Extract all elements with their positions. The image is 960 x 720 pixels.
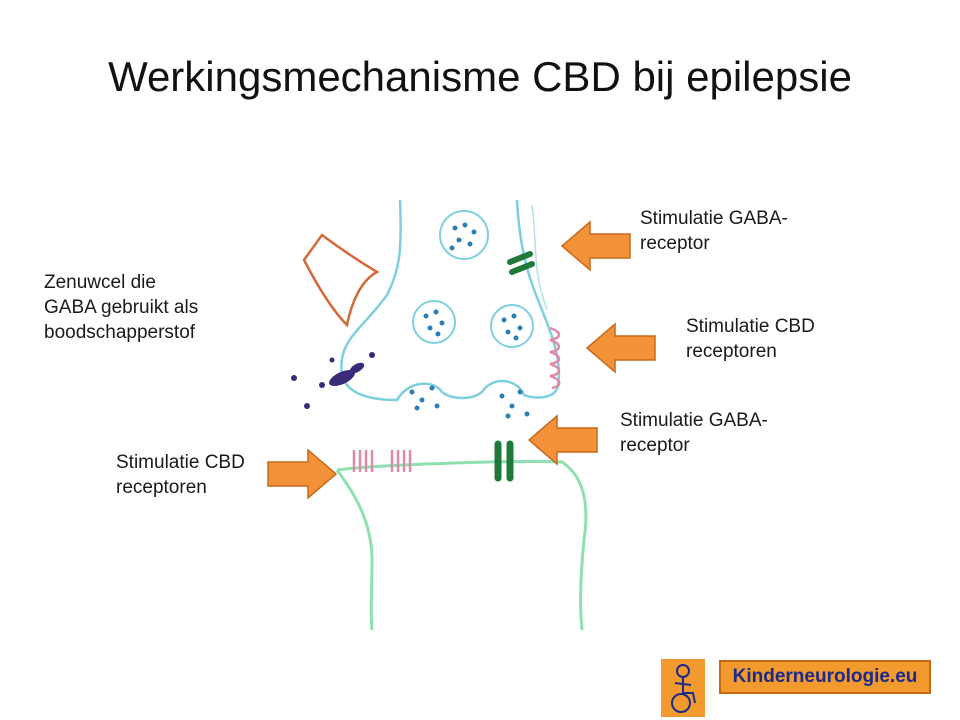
purple-cluster <box>291 352 375 409</box>
postsynaptic-membrane <box>336 460 588 631</box>
cbd-receptor-presynaptic <box>549 326 561 390</box>
presynaptic-membrane <box>340 199 561 402</box>
vesicle <box>412 210 534 348</box>
label-nerve-cell: Zenuwcel die GABA gebruikt als boodschap… <box>44 272 199 343</box>
label-cbd-receptors-right: Stimulatie CBD receptoren <box>686 316 815 362</box>
gaba-receptor-postsynaptic <box>494 440 514 482</box>
label-gaba-receptor-bottom: Stimulatie GABA- receptor <box>620 410 768 456</box>
arrow-right-icon <box>527 414 598 466</box>
gaba-nerve-cell <box>302 233 380 328</box>
arrow-right-icon <box>585 322 656 374</box>
synapse-drawing <box>291 199 588 631</box>
label-gaba-receptor-top: Stimulatie GABA- receptor <box>640 208 788 254</box>
arrow-right-icon <box>560 220 631 272</box>
arrow-right-icon <box>267 448 338 500</box>
label-cbd-receptors-left: Stimulatie CBD receptoren <box>116 452 245 498</box>
vesicle-contents <box>423 222 523 341</box>
gaba-receptor-presynaptic <box>507 251 535 275</box>
logo[interactable]: Kinderneurologie.eu <box>719 660 931 694</box>
wheelchair-figure-icon <box>661 659 705 717</box>
released-neurotransmitter <box>409 385 530 419</box>
page-title: Werkingsmechanisme CBD bij epilepsie <box>108 53 852 100</box>
cbd-receptor-postsynaptic <box>352 450 412 472</box>
